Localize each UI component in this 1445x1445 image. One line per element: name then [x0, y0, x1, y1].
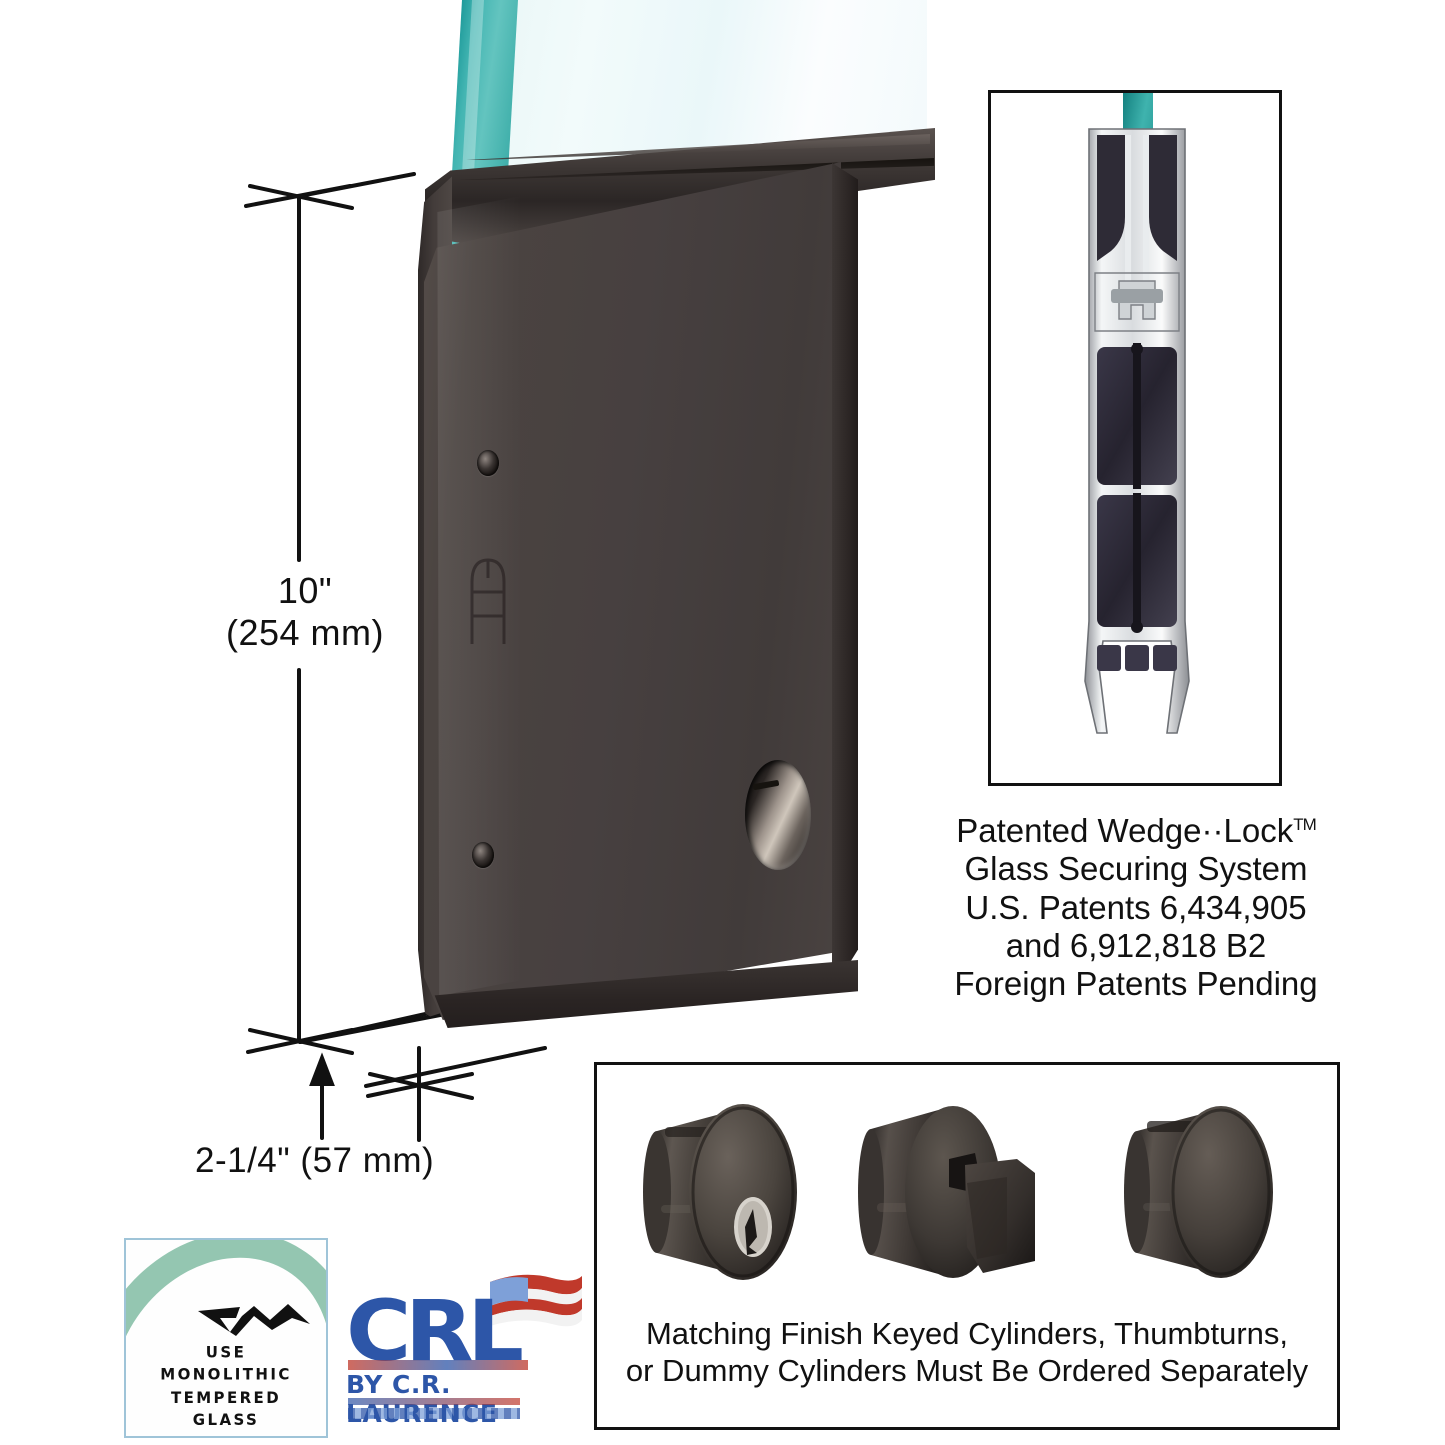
patent-caption-line-4: and 6,912,818 B2 — [1005, 926, 1267, 964]
patent-caption: Patented Wedge··LockTM Glass Securing Sy… — [938, 812, 1334, 1003]
crl-embossed-mark — [470, 558, 506, 644]
cylinders-caption-line-1: Matching Finish Keyed Cylinders, Thumbtu… — [645, 1316, 1289, 1351]
patent-caption-line-1: Patented Wedge··LockTM — [938, 812, 1334, 850]
crl-divider-mid — [348, 1398, 520, 1405]
trademark-mark: TM — [1293, 815, 1317, 834]
set-screw-upper — [477, 450, 499, 476]
glass-logo-text: USE MONOLITHIC TEMPERED GLASS — [130, 1342, 322, 1431]
patent-caption-line-2: Glass Securing System — [964, 850, 1308, 888]
cross-section-inset — [988, 90, 1282, 786]
keyed-cylinder-image — [643, 1104, 797, 1280]
cross-section-extrusion — [1084, 128, 1190, 734]
wedge-lock-separator: ·· — [1201, 812, 1224, 849]
cylinders-inset: Matching Finish Keyed Cylinders, Thumbtu… — [594, 1062, 1340, 1430]
depth-dimension-label: 2-1/4" (57 mm) — [195, 1141, 435, 1180]
crl-brand-logo: CRL BY C.R. LAURENCE — [340, 1272, 582, 1432]
dummy-cylinder-image — [1124, 1106, 1273, 1278]
glass-logo-line-1: USE — [205, 1342, 247, 1362]
door-rail-product-image — [400, 0, 960, 1040]
glass-logo-line-2: MONOLITHIC — [160, 1365, 292, 1385]
crl-divider-lower — [348, 1408, 520, 1419]
monolithic-tempered-glass-logo: USE MONOLITHIC TEMPERED GLASS — [124, 1238, 328, 1438]
us-flag-icon — [490, 1274, 582, 1327]
glass-bird-icon — [198, 1304, 310, 1336]
patent-caption-line-5: Foreign Patents Pending — [954, 965, 1318, 1003]
rail-right-edge — [832, 163, 858, 991]
height-dimension-mm: (254 mm) — [225, 612, 385, 654]
keyhole-icon — [734, 1197, 772, 1257]
glass-logo-line-3: TEMPERED — [170, 1387, 282, 1407]
wedge-lock-pre: Patented Wedge — [956, 812, 1202, 849]
height-dimension-inches: 10" — [277, 570, 333, 611]
crl-divider-upper — [348, 1360, 528, 1370]
wedge-lock-post: Lock — [1223, 812, 1294, 849]
thumbturn-image — [858, 1106, 1035, 1278]
glass-logo-line-4: GLASS — [192, 1410, 260, 1429]
cylinders-caption-line-2: or Dummy Cylinders Must Be Ordered Separ… — [625, 1353, 1309, 1389]
set-screw-lower — [472, 842, 494, 868]
patent-caption-line-3: U.S. Patents 6,434,905 — [965, 888, 1307, 926]
height-dimension-label: 10" (254 mm) — [190, 570, 420, 655]
cylinder-prep-hole — [745, 760, 811, 870]
cylinders-caption: Matching Finish Keyed Cylinders, Thumbtu… — [603, 1315, 1331, 1389]
